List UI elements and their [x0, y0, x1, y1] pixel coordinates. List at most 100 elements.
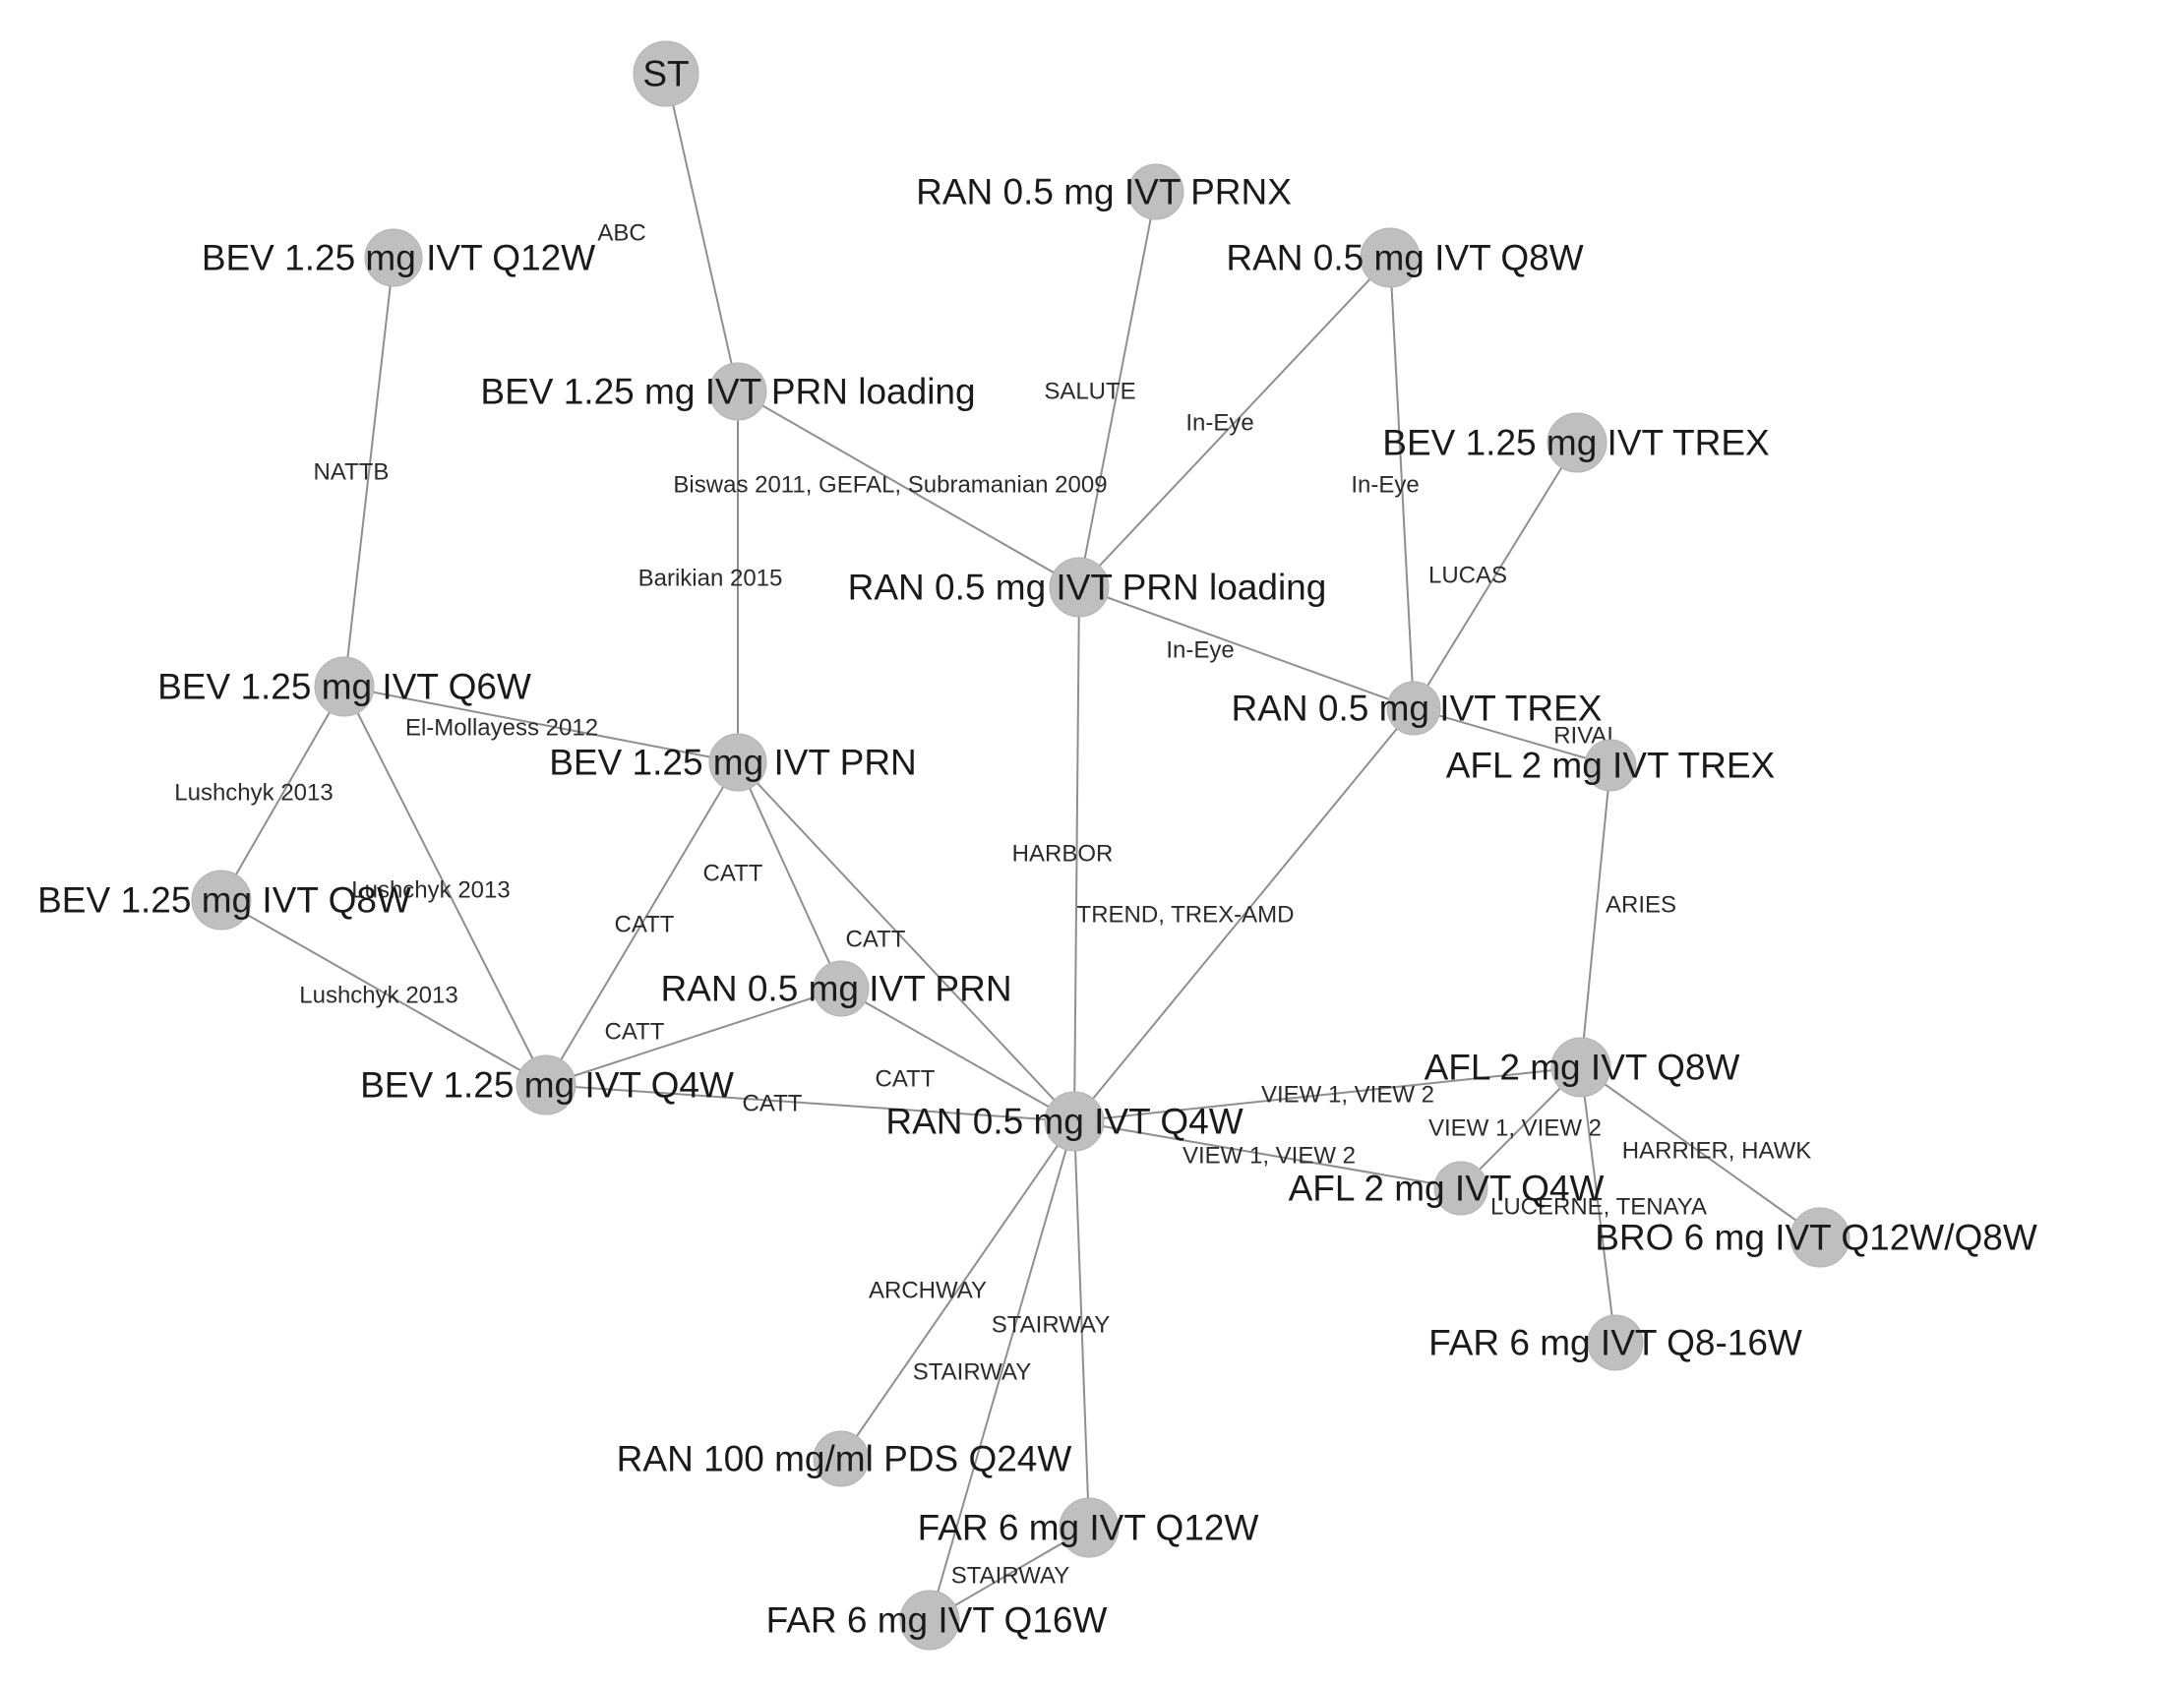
edge-label-far6_q16w--far6_q12w: STAIRWAY [951, 1563, 1069, 1590]
node-ran05_prn_loading[interactable] [1049, 557, 1110, 618]
edge-label-bev125_prn_loading--bev125_prn: Barikian 2015 [638, 566, 783, 592]
edge-bev125_q4w--ran05_q4w [545, 1084, 1075, 1122]
edge-bev125_prn--bev125_q4w [545, 761, 739, 1086]
node-label-afl2_trex: AFL 2 mg IVT TREX [1446, 746, 1775, 786]
edge-ran05_trex--afl2_trex [1413, 707, 1611, 766]
edge-label-ran05_trex--ran05_q4w: TREND, TREX-AMD [1077, 902, 1295, 929]
edge-label-st--bev125_prn_loading: ABC [597, 220, 645, 247]
edge-label-bev125_q6w--bev125_q4w: Lushchyk 2013 [351, 877, 510, 904]
node-ran05_trex[interactable] [1386, 681, 1441, 736]
edge-label-ran05_prnx--ran05_prn_loading: SALUTE [1044, 379, 1135, 405]
edge-afl2_q8w--bro6 [1580, 1066, 1821, 1238]
edge-label-ran05_q4w--far6_q12w: STAIRWAY [992, 1312, 1110, 1339]
node-bev125_prn_loading[interactable] [708, 362, 767, 421]
edge-label-bev125_prn--ran05_q4w: CATT [846, 927, 906, 953]
edge-bev125_q6w--bev125_prn [343, 686, 739, 763]
edge-ran05_q4w--far6_q12w [1073, 1120, 1090, 1529]
node-label-bev125_q8w: BEV 1.25 mg IVT Q8W [37, 880, 411, 921]
edge-ran05_q4w--far6_q16w [929, 1120, 1075, 1621]
node-ran05_q4w[interactable] [1044, 1091, 1105, 1152]
node-label-far6_q12w: FAR 6 mg IVT Q12W [918, 1508, 1259, 1548]
edge-label-ran05_q4w--far6_q16w: STAIRWAY [913, 1359, 1031, 1386]
edge-bev125_prn_loading--ran05_prn_loading [737, 391, 1080, 588]
edge-label-ran05_prn--bev125_q4w: CATT [605, 1019, 665, 1046]
edge-label-bev125_q8w--bev125_q4w: Lushchyk 2013 [299, 983, 457, 1009]
edge-label-afl2_q8w--far6_q8_16w: LUCERNE, TENAYA [1490, 1194, 1707, 1221]
node-bev125_prn[interactable] [708, 733, 767, 792]
node-bro6[interactable] [1790, 1207, 1850, 1268]
edge-label-ran05_q4w--ran100_pds: ARCHWAY [869, 1278, 987, 1304]
edge-afl2_trex--afl2_q8w [1580, 764, 1611, 1068]
node-far6_q16w[interactable] [899, 1590, 960, 1651]
node-st[interactable] [633, 40, 699, 107]
node-far6_q8_16w[interactable] [1587, 1314, 1644, 1371]
node-ran05_q8w[interactable] [1360, 227, 1421, 288]
edge-ran05_q8w--ran05_prn_loading [1078, 257, 1391, 588]
node-far6_q12w[interactable] [1059, 1497, 1120, 1558]
node-afl2_q8w[interactable] [1550, 1037, 1611, 1098]
node-afl2_q4w[interactable] [1433, 1161, 1488, 1216]
node-bev125_q6w[interactable] [314, 656, 375, 717]
node-label-ran05_q4w: RAN 0.5 mg IVT Q4W [885, 1102, 1243, 1142]
node-label-ran05_prn_loading: RAN 0.5 mg IVT PRN loading [848, 568, 1327, 608]
edge-ran05_q8w--ran05_trex [1389, 257, 1415, 709]
edge-label-ran05_prn--ran05_q4w: CATT [876, 1066, 936, 1093]
edge-ran05_prn_loading--ran05_q4w [1073, 586, 1080, 1122]
node-bev125_q8w[interactable] [191, 870, 252, 931]
edge-bev125_q6w--bev125_q8w [220, 686, 345, 901]
edge-far6_q16w--far6_q12w [929, 1527, 1090, 1621]
edge-label-bev125_q6w--bev125_q8w: Lushchyk 2013 [174, 780, 333, 807]
node-label-ran05_prnx: RAN 0.5 mg IVT PRNX [916, 172, 1292, 212]
node-label-far6_q16w: FAR 6 mg IVT Q16W [766, 1600, 1108, 1641]
edge-label-ran05_q8w--ran05_prn_loading: In-Eye [1185, 410, 1253, 437]
node-label-ran05_trex: RAN 0.5 mg IVT TREX [1232, 689, 1603, 729]
node-label-ran05_prn: RAN 0.5 mg IVT PRN [660, 969, 1011, 1009]
edge-ran05_q4w--afl2_q4w [1073, 1120, 1462, 1189]
node-afl2_trex[interactable] [1584, 739, 1637, 792]
node-bev125_trex[interactable] [1547, 412, 1608, 473]
node-bev125_q4w[interactable] [516, 1054, 576, 1115]
edge-bev125_prn--ran05_q4w [737, 761, 1075, 1122]
node-label-afl2_q4w: AFL 2 mg IVT Q4W [1289, 1169, 1605, 1209]
edge-bev125_q6w--bev125_q4w [343, 686, 547, 1086]
edge-ran05_q4w--ran100_pds [840, 1120, 1075, 1460]
edge-ran05_prn--bev125_q4w [545, 988, 842, 1086]
edge-ran05_q4w--afl2_q8w [1073, 1066, 1582, 1122]
node-label-bev125_prn_loading: BEV 1.25 mg IVT PRN loading [480, 372, 975, 412]
edge-ran05_prn--ran05_q4w [840, 988, 1075, 1122]
node-label-far6_q8_16w: FAR 6 mg IVT Q8-16W [1428, 1323, 1802, 1363]
edge-bev125_q8w--bev125_q4w [220, 899, 547, 1086]
edge-ran05_trex--bev125_trex [1413, 442, 1578, 709]
edge-st--bev125_prn_loading [665, 73, 739, 392]
edge-ran05_trex--ran05_q4w [1073, 707, 1415, 1122]
node-ran100_pds[interactable] [813, 1430, 870, 1487]
node-label-bev125_q6w: BEV 1.25 mg IVT Q6W [157, 667, 531, 707]
edge-label-bev125_q12w--bev125_q6w: NATTB [314, 459, 390, 486]
edge-bev125_q12w--bev125_q6w [343, 257, 394, 688]
edge-label-afl2_trex--afl2_q8w: ARIES [1606, 892, 1676, 919]
edge-label-bev125_prn--bev125_q4w: CATT [615, 912, 675, 938]
edge-ran05_prnx--ran05_prn_loading [1078, 191, 1157, 588]
node-label-bev125_trex: BEV 1.25 mg IVT TREX [1382, 423, 1769, 463]
node-label-bev125_prn: BEV 1.25 mg IVT PRN [549, 743, 917, 783]
edge-label-bev125_prn--ran05_prn: CATT [703, 861, 763, 887]
node-label-bro6: BRO 6 mg IVT Q12W/Q8W [1595, 1218, 2037, 1258]
node-label-bev125_q4w: BEV 1.25 mg IVT Q4W [360, 1065, 734, 1106]
edge-label-ran05_q8w--ran05_trex: In-Eye [1351, 472, 1419, 499]
edge-bev125_prn--ran05_prn [737, 761, 842, 990]
node-ran05_prn[interactable] [813, 960, 870, 1017]
node-label-ran05_q8w: RAN 0.5 mg IVT Q8W [1226, 238, 1583, 278]
edge-label-ran05_q4w--afl2_q8w: VIEW 1, VIEW 2 [1261, 1082, 1434, 1109]
edge-label-ran05_prn_loading--ran05_q4w: HARBOR [1012, 841, 1114, 868]
edge-label-afl2_q8w--bro6: HARRIER, HAWK [1622, 1138, 1811, 1165]
node-label-bev125_q12w: BEV 1.25 mg IVT Q12W [202, 238, 595, 278]
edge-label-bev125_q4w--ran05_q4w: CATT [743, 1091, 803, 1117]
node-bev125_q12w[interactable] [364, 228, 423, 287]
edge-afl2_q8w--far6_q8_16w [1580, 1066, 1616, 1344]
node-ran05_prnx[interactable] [1127, 163, 1184, 220]
edge-label-bev125_prn_loading--ran05_prn_loading: Biswas 2011, GEFAL, Subramanian 2009 [673, 472, 1107, 499]
edge-label-bev125_q6w--bev125_prn: El-Mollayess 2012 [405, 715, 598, 742]
